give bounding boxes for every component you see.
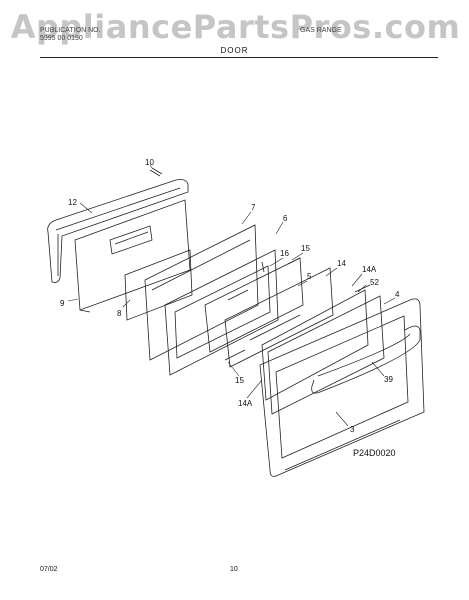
publication-number: 5995 00 0190 — [40, 35, 83, 42]
part-panel-8 — [124, 249, 193, 321]
callout-7: 7 — [251, 203, 256, 212]
callout-4: 4 — [395, 290, 400, 299]
callout-9: 9 — [60, 299, 65, 308]
callout-10: 10 — [145, 158, 154, 167]
callout-3: 3 — [350, 425, 355, 434]
watermark-logo: AppliancePartsPros.com — [10, 8, 461, 46]
publication-label: PUBLICATION NO. — [40, 27, 101, 34]
part-trim-4 — [267, 295, 385, 415]
callout-8: 8 — [117, 309, 122, 318]
callout-14: 14 — [337, 259, 346, 268]
section-title: DOOR — [220, 46, 249, 55]
part-door-frame-3 — [259, 298, 425, 477]
callout-15-bottom: 15 — [235, 376, 244, 385]
part-glass-14a — [261, 284, 371, 401]
callout-14a-top: 14A — [362, 265, 377, 274]
part-screw — [149, 167, 163, 177]
part-bracket-plate-6 — [164, 249, 279, 376]
callout-52: 52 — [370, 278, 379, 287]
callout-5: 5 — [307, 272, 312, 281]
figure-reference: P24D0020 — [353, 448, 396, 458]
callout-12: 12 — [68, 198, 77, 207]
callout-6: 6 — [283, 214, 288, 223]
part-outer-trim — [47, 179, 189, 283]
callout-16: 16 — [280, 249, 289, 258]
product-type: GAS RANGE — [300, 27, 342, 34]
footer-date: 07/02 — [40, 566, 58, 573]
part-inner-panel-7 — [144, 224, 259, 361]
callout-39: 39 — [384, 375, 393, 384]
header-rule — [40, 57, 438, 58]
part-glass-14 — [224, 267, 334, 368]
callout-15-top: 15 — [301, 244, 310, 253]
part-outer-panel — [74, 199, 191, 313]
callout-labels: 10 12 7 6 16 15 5 14 14A 52 4 9 8 15 39 … — [60, 158, 400, 434]
part-glass-5 — [204, 257, 304, 353]
footer-page-number: 10 — [230, 566, 238, 573]
callout-14a-bottom: 14A — [238, 399, 253, 408]
leader-lines — [67, 164, 396, 427]
